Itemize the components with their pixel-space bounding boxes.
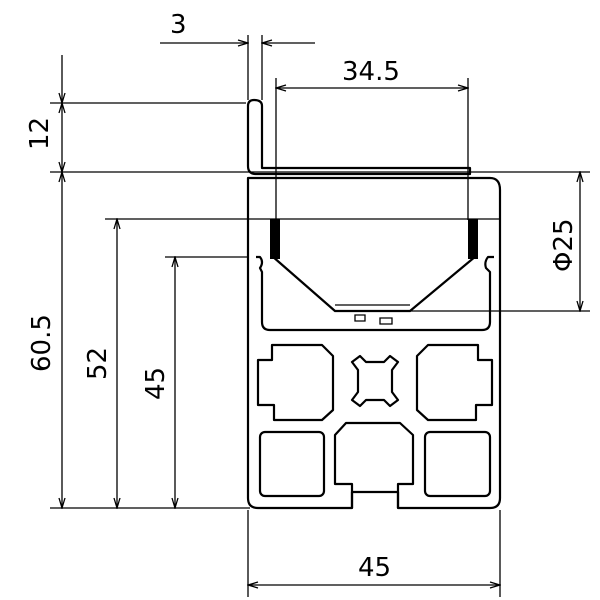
hopper bbox=[270, 219, 478, 313]
hopper-walls bbox=[270, 219, 478, 259]
extension-lines bbox=[50, 35, 590, 597]
cavity-left bbox=[256, 343, 335, 422]
dimension-lines bbox=[62, 43, 580, 585]
dim-diameter: Φ25 bbox=[549, 218, 579, 272]
clip-strip bbox=[246, 98, 472, 176]
dim-clip-height: 12 bbox=[25, 117, 55, 150]
dim-opening-width: 34.5 bbox=[342, 57, 400, 87]
dim-hopper-height: 52 bbox=[83, 347, 113, 380]
center-bore bbox=[350, 354, 400, 408]
dim-clip-thickness: 3 bbox=[170, 10, 187, 40]
upper-channel bbox=[256, 255, 494, 332]
cavity-right bbox=[415, 343, 494, 422]
dim-profile-width: 45 bbox=[358, 553, 391, 583]
dim-profile-height: 45 bbox=[141, 367, 171, 400]
dim-total-height: 60.5 bbox=[27, 314, 57, 372]
t-slot bbox=[333, 421, 415, 508]
cavity-bottom-left bbox=[258, 430, 326, 498]
cavity-bottom-right bbox=[423, 430, 492, 498]
profile-outline bbox=[246, 176, 502, 510]
hopper-base bbox=[335, 304, 410, 325]
